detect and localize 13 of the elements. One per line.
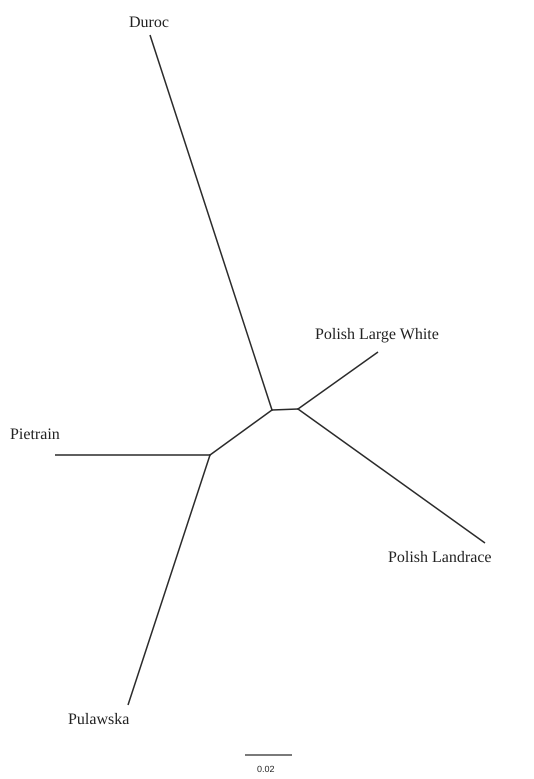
tree-branch [298, 351, 378, 410]
taxon-label: Pulawska [68, 705, 158, 729]
taxon-label: Polish Large White [315, 326, 493, 352]
taxon-label: Pietrain [10, 426, 72, 455]
tree-branch [127, 454, 211, 706]
taxon-label: Duroc [129, 14, 175, 35]
tree-branch [298, 408, 486, 544]
scale-label: 0.02 [257, 764, 275, 774]
tree-branch [149, 34, 273, 410]
tree-branch [272, 408, 298, 411]
tree-branch [55, 454, 210, 456]
tree-branch [210, 409, 272, 456]
taxon-label: Polish Landrace [388, 543, 534, 567]
